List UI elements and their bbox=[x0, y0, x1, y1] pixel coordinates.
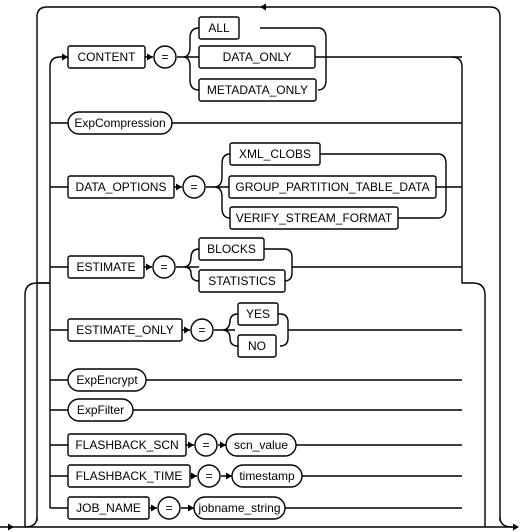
equals-label: = bbox=[205, 469, 212, 483]
arrow-content bbox=[62, 53, 68, 61]
estimate-row-lines bbox=[144, 248, 462, 282]
all-keyword: ALL bbox=[198, 16, 240, 40]
arrow-scn-value bbox=[220, 441, 226, 449]
group-partition-table-data-label: GROUP_PARTITION_TABLE_DATA bbox=[235, 180, 429, 194]
estimate-label: ESTIMATE bbox=[76, 260, 135, 274]
flashback-scn-equals: = bbox=[194, 433, 218, 457]
bottom-right-curve bbox=[499, 516, 513, 528]
estimate-equals: = bbox=[152, 255, 176, 279]
blocks-label: BLOCKS bbox=[207, 242, 256, 256]
arrow-top-loop bbox=[260, 3, 266, 11]
flashback-scn-keyword: FLASHBACK_SCN bbox=[67, 433, 187, 457]
equals-label: = bbox=[202, 438, 209, 452]
estimate-only-label: ESTIMATE_ONLY bbox=[76, 323, 174, 337]
xml-clobs-keyword: XML_CLOBS bbox=[229, 142, 321, 166]
data-options-keyword: DATA_OPTIONS bbox=[67, 175, 175, 199]
exp-encrypt-label: ExpEncrypt bbox=[76, 373, 138, 387]
jobname-string-label: jobname_string bbox=[197, 501, 280, 515]
scn-value-param: scn_value bbox=[225, 433, 297, 457]
loop-back-line bbox=[36, 6, 501, 521]
timestamp-param: timestamp bbox=[231, 464, 303, 488]
timestamp-label: timestamp bbox=[239, 469, 295, 483]
exp-compression-keyword: ExpCompression bbox=[67, 111, 173, 135]
arrow-job-name bbox=[151, 504, 157, 512]
arrow-timestamp bbox=[226, 472, 232, 480]
estimate-only-row-lines bbox=[182, 313, 462, 347]
flashback-time-label: FLASHBACK_TIME bbox=[76, 469, 183, 483]
scn-value-label: scn_value bbox=[234, 438, 288, 452]
equals-label: = bbox=[198, 323, 205, 337]
arrow-content-eq bbox=[147, 53, 153, 61]
exp-encrypt-keyword: ExpEncrypt bbox=[67, 368, 147, 392]
metadata-only-label: METADATA_ONLY bbox=[207, 83, 308, 97]
estimate-keyword: ESTIMATE bbox=[67, 255, 145, 279]
yes-label: YES bbox=[246, 307, 270, 321]
equals-label: = bbox=[165, 501, 172, 515]
statistics-label: STATISTICS bbox=[208, 274, 276, 288]
jobname-string-param: jobname_string bbox=[193, 496, 286, 520]
exp-filter-keyword: ExpFilter bbox=[67, 398, 134, 422]
flashback-scn-label: FLASHBACK_SCN bbox=[75, 438, 178, 452]
no-label: NO bbox=[248, 339, 266, 353]
metadata-only-keyword: METADATA_ONLY bbox=[198, 78, 317, 102]
data-only-label: DATA_ONLY bbox=[223, 50, 292, 64]
arrow-estimate bbox=[146, 263, 152, 271]
arrow-entry bbox=[8, 523, 14, 531]
flashback-time-equals: = bbox=[197, 464, 221, 488]
blocks-keyword: BLOCKS bbox=[198, 237, 265, 261]
all-label: ALL bbox=[208, 21, 230, 35]
data-only-keyword: DATA_ONLY bbox=[198, 45, 316, 69]
content-keyword: CONTENT bbox=[67, 45, 146, 69]
flashback-time-keyword: FLASHBACK_TIME bbox=[67, 464, 191, 488]
group-partition-table-data-keyword: GROUP_PARTITION_TABLE_DATA bbox=[228, 175, 437, 199]
yes-keyword: YES bbox=[237, 302, 279, 326]
xml-clobs-label: XML_CLOBS bbox=[239, 147, 311, 161]
keyword-boxes: CONTENT = ALL DATA_ONLY METADATA_ONLY Ex… bbox=[67, 16, 437, 520]
data-options-label: DATA_OPTIONS bbox=[76, 180, 167, 194]
bottom-left-curve bbox=[24, 516, 38, 528]
data-options-equals: = bbox=[182, 175, 206, 199]
right-bus bbox=[451, 56, 486, 527]
job-name-keyword: JOB_NAME bbox=[67, 496, 150, 520]
statistics-keyword: STATISTICS bbox=[198, 269, 286, 293]
branch-lines-left bbox=[50, 122, 68, 509]
job-name-equals: = bbox=[157, 496, 181, 520]
verify-stream-format-keyword: VERIFY_STREAM_FORMAT bbox=[229, 206, 399, 230]
arrow-flashback-scn bbox=[188, 441, 194, 449]
equals-label: = bbox=[190, 180, 197, 194]
arrows bbox=[8, 3, 519, 531]
verify-stream-format-label: VERIFY_STREAM_FORMAT bbox=[236, 211, 393, 225]
exp-filter-label: ExpFilter bbox=[77, 403, 124, 417]
equals-label: = bbox=[161, 50, 168, 64]
equals-label: = bbox=[160, 260, 167, 274]
no-keyword: NO bbox=[237, 334, 277, 358]
estimate-only-equals: = bbox=[190, 318, 214, 342]
content-label: CONTENT bbox=[78, 50, 137, 64]
estimate-only-keyword: ESTIMATE_ONLY bbox=[67, 318, 183, 342]
exp-compression-label: ExpCompression bbox=[74, 116, 165, 130]
arrow-estimate-only bbox=[184, 326, 190, 334]
arrow-data-options bbox=[176, 183, 182, 191]
job-name-label: JOB_NAME bbox=[76, 501, 141, 515]
left-bus bbox=[24, 56, 68, 527]
arrow-jobname-string bbox=[188, 504, 194, 512]
arrow-exit bbox=[513, 523, 519, 531]
arrow-flashback-time bbox=[191, 472, 197, 480]
content-equals: = bbox=[153, 45, 177, 69]
